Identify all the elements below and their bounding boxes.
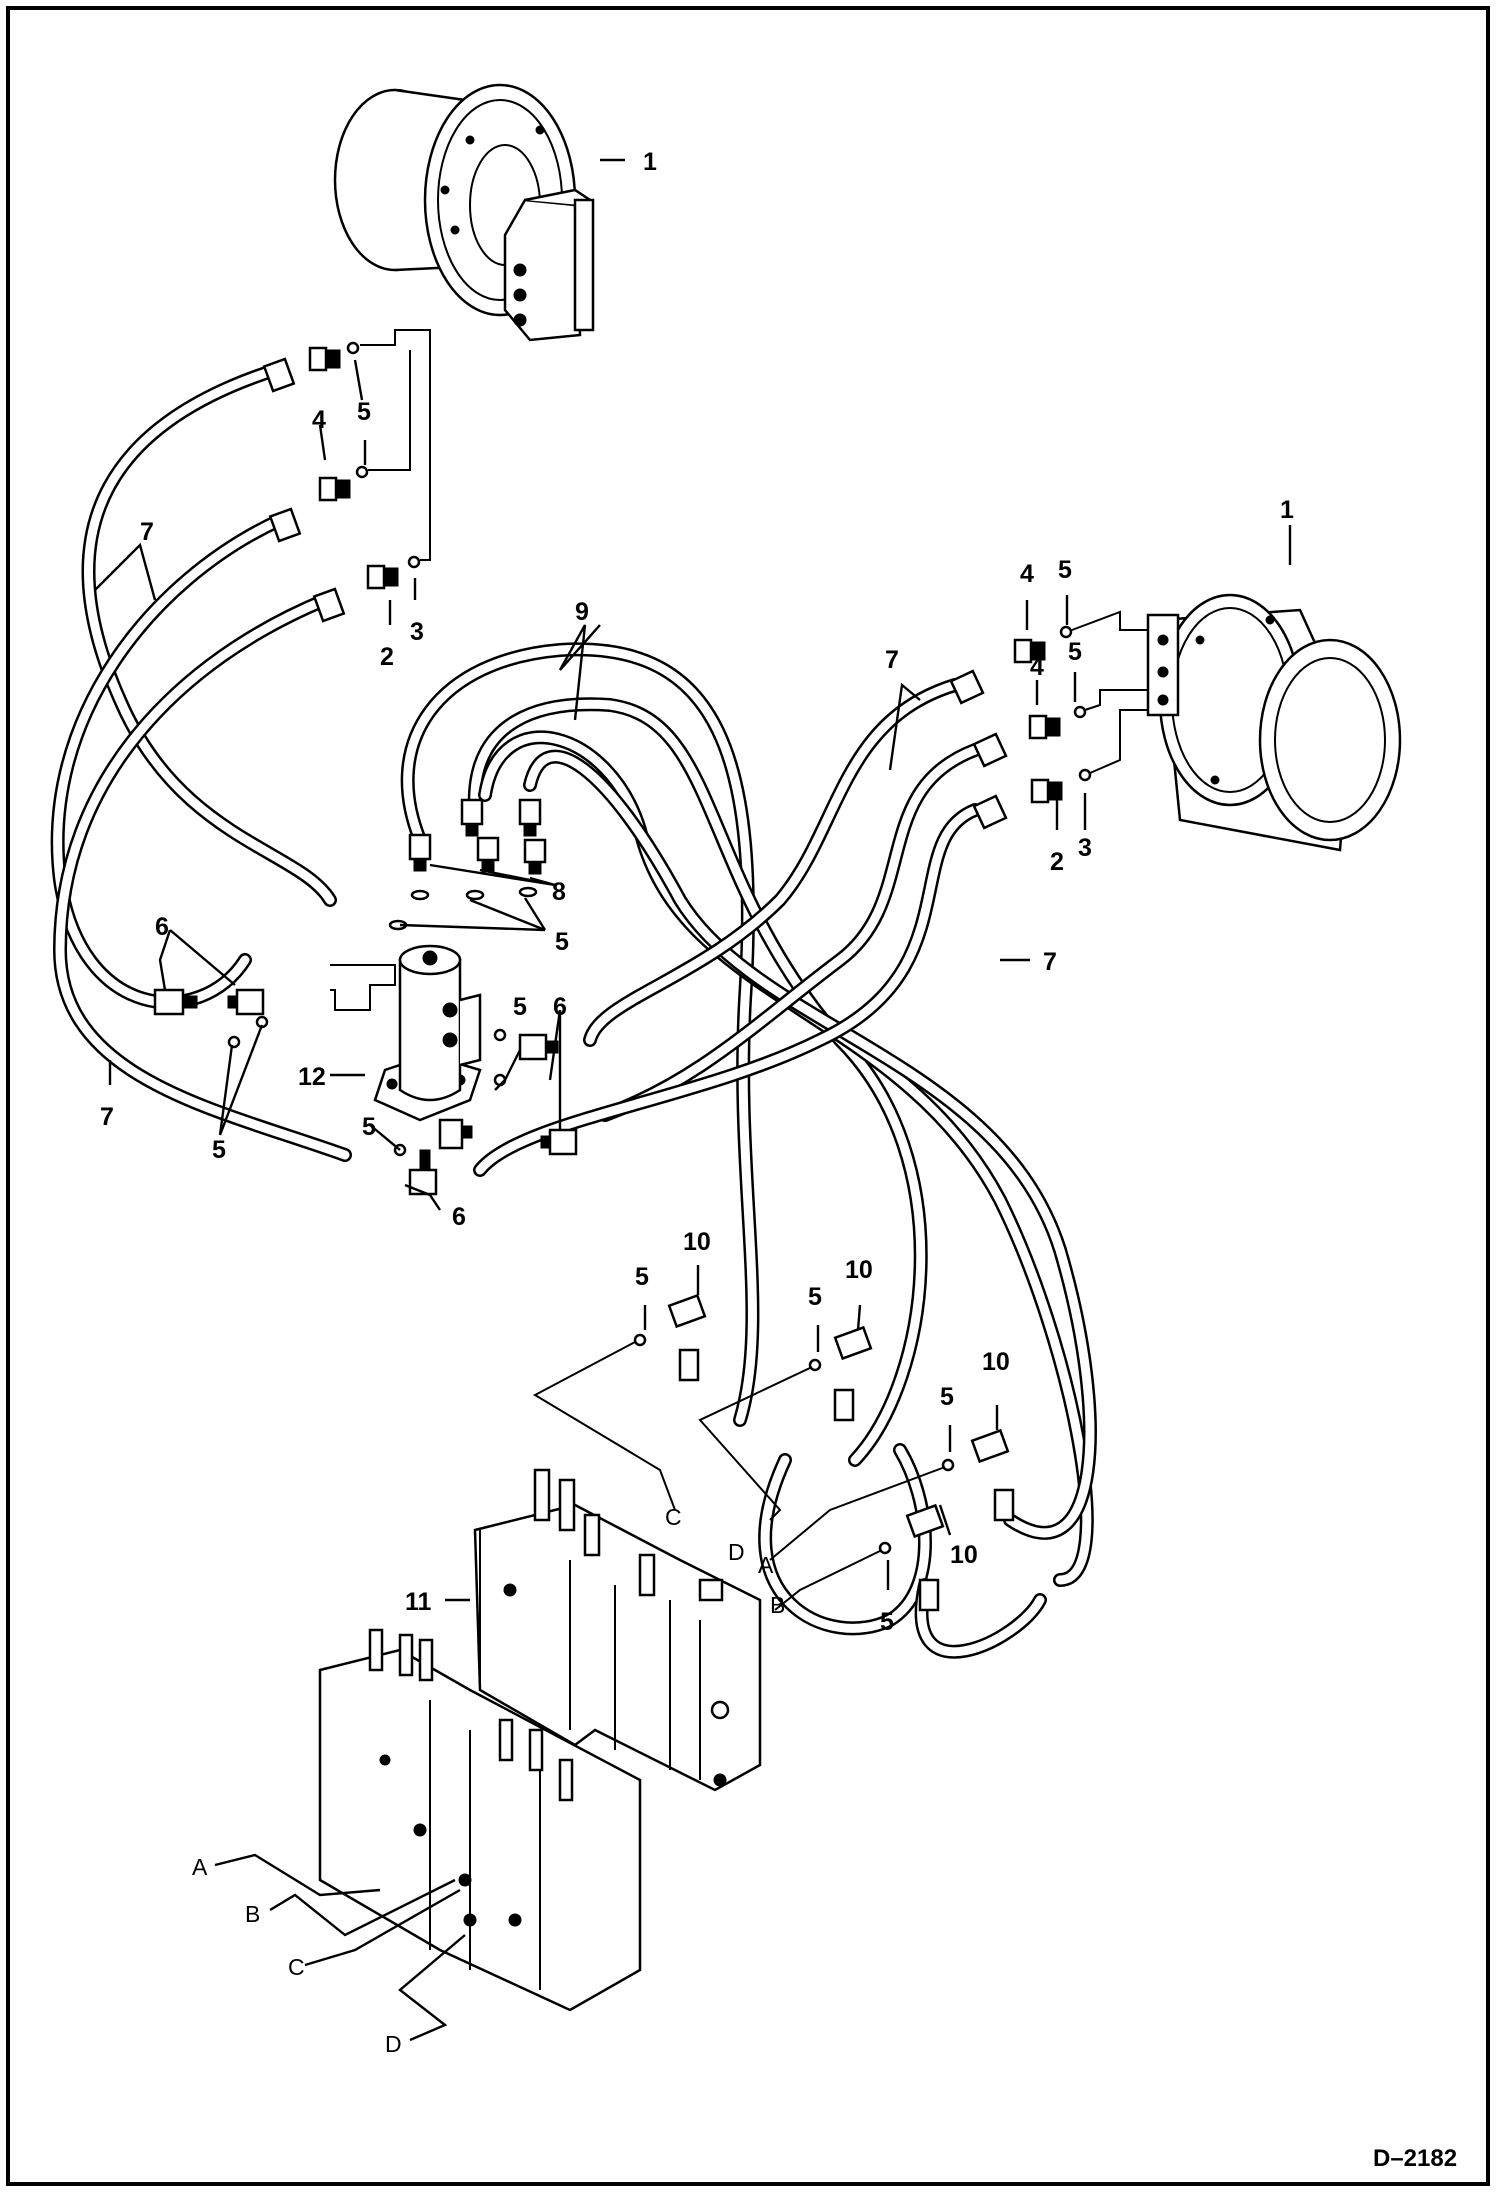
callout-oring-5-valve-a: 5	[635, 1263, 649, 1291]
drive-motor-right	[1146, 593, 1402, 852]
callout-control-valve-11: 11	[405, 1588, 432, 1616]
swivel-joint	[330, 944, 482, 1122]
fittings-top	[262, 329, 431, 623]
hoses	[50, 363, 1097, 1659]
callout-elbow-6-left: 6	[155, 913, 169, 941]
callout-oring-5-left: 5	[212, 1136, 226, 1164]
callout-oring-5-valve-d: 5	[880, 1608, 894, 1636]
callout-oring-5-valve-b: 5	[808, 1283, 822, 1311]
port-letter-a: A	[758, 1552, 774, 1578]
callout-motor-top: 1	[643, 148, 657, 176]
port-lines	[532, 1341, 946, 1611]
detail-port-letter-a: A	[192, 1854, 208, 1880]
callout-hose-9: 9	[575, 598, 589, 626]
callout-elbow-6-bottom: 6	[452, 1203, 466, 1231]
fittings-right	[949, 610, 1148, 830]
port-letter-d: D	[728, 1539, 745, 1565]
callout-fitting-4-top: 4	[312, 406, 326, 434]
swivel-top-fittings	[388, 798, 547, 931]
callout-oring-5-right-b: 5	[1068, 638, 1082, 666]
callout-elbow-10-d: 10	[950, 1541, 978, 1569]
callout-fitting-2-right: 2	[1050, 848, 1064, 876]
callout-oring-5-top: 5	[357, 398, 371, 426]
detail-valve	[318, 1628, 642, 2012]
callout-elbow-6-right: 6	[553, 993, 567, 1021]
callout-hose-7-left: 7	[100, 1103, 114, 1131]
detail-port-letter-c: C	[288, 1954, 305, 1980]
callout-motor-right: 1	[1280, 496, 1294, 524]
callout-fitting-2-top: 2	[380, 643, 394, 671]
callout-oring-5-right-a: 5	[1058, 556, 1072, 584]
detail-port-letter-b: B	[245, 1901, 260, 1927]
callout-oring-5-swivel-right: 5	[513, 993, 527, 1021]
callout-swivel-12: 12	[298, 1063, 326, 1091]
detail-port-letter-d: D	[385, 2031, 402, 2057]
drive-motor-top	[333, 83, 595, 342]
callout-elbow-10-a: 10	[683, 1228, 711, 1256]
callout-oring-5-swivel-bottom: 5	[362, 1113, 376, 1141]
callout-fitting-3-right: 3	[1078, 834, 1092, 862]
callout-fitting-8: 8	[552, 878, 566, 906]
port-letter-c: C	[665, 1504, 682, 1530]
leaders	[94, 158, 1292, 2042]
callout-oring-5-valve-c: 5	[940, 1383, 954, 1411]
callout-fitting-4-right-a: 4	[1020, 560, 1034, 588]
port-letters: A B C D A B C D	[192, 1504, 785, 2057]
callout-fitting-4-right-b: 4	[1030, 653, 1044, 681]
callout-elbow-10-b: 10	[845, 1256, 873, 1284]
callout-oring-5-swivel-top: 5	[555, 928, 569, 956]
callout-fitting-3-top: 3	[410, 618, 424, 646]
control-valve	[473, 1468, 762, 1792]
elbows-10	[633, 1293, 1015, 1612]
callout-labels: 1 1 2 3 4 5 7 9 4 5 4 5 2 3 7 7 8 5 6 5 …	[100, 148, 1294, 1636]
callout-hose-7-right-upper: 7	[885, 646, 899, 674]
port-letter-b: B	[770, 1592, 785, 1618]
callout-hose-7-right-lower: 7	[1043, 948, 1057, 976]
figure-reference: D–2182	[1373, 2145, 1457, 2172]
callout-hose-7-topleft: 7	[140, 518, 154, 546]
callout-elbow-10-c: 10	[982, 1348, 1010, 1376]
